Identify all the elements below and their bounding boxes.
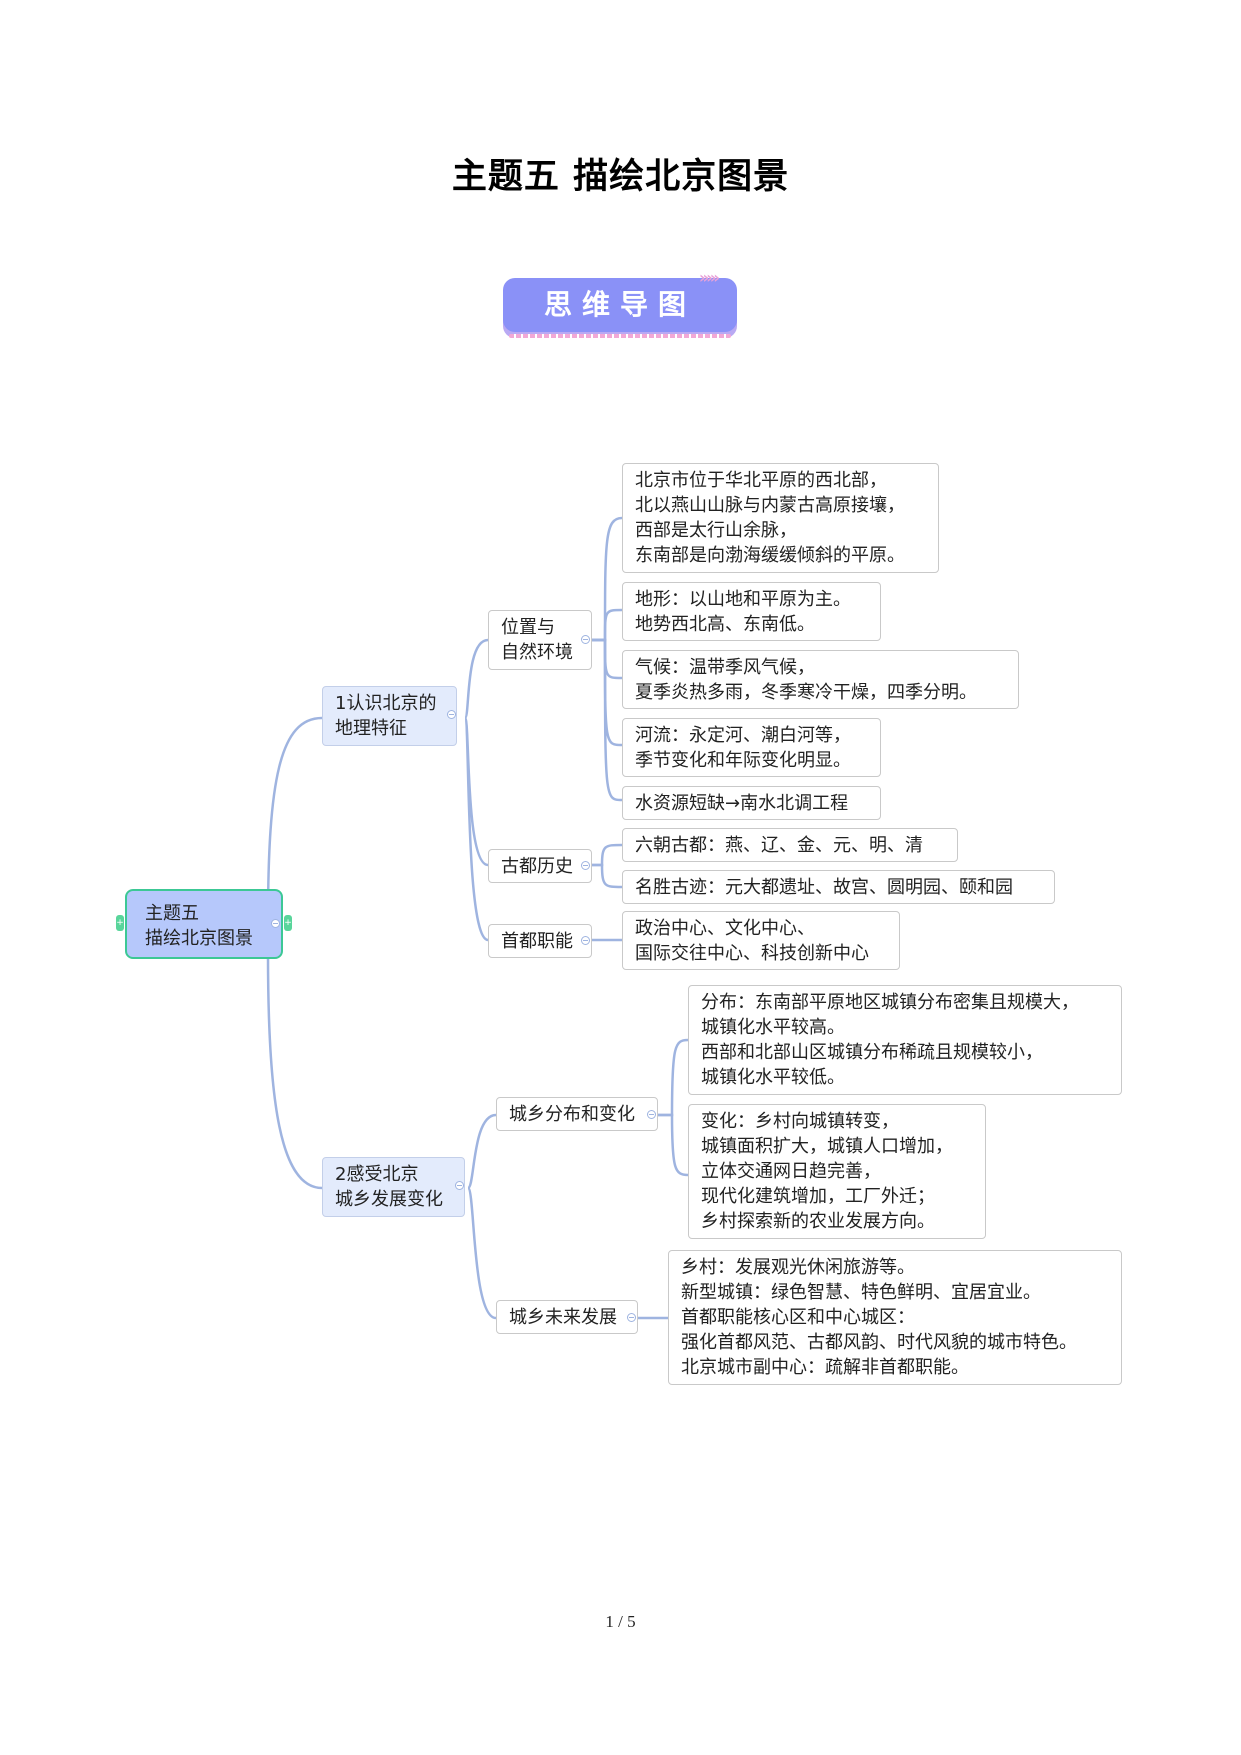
leaf-water[interactable]: 水资源短缺→南水北调工程 — [622, 786, 881, 820]
node-line: 2感受北京 — [335, 1164, 419, 1185]
leaf-changes[interactable]: 变化：乡村向城镇转变， 城镇面积扩大，城镇人口增加， 立体交通网日趋完善， 现代… — [688, 1104, 986, 1239]
node-line: 城乡发展变化 — [335, 1189, 443, 1210]
connector-loc-leaf1 — [592, 516, 623, 642]
topic-location-environment[interactable]: 位置与 自然环境 — [488, 610, 592, 670]
node-line: 位置与 — [501, 617, 555, 638]
node-line: 政治中心、文化中心、 — [635, 918, 815, 939]
connector-b1-capital — [463, 716, 489, 942]
topic-future-development[interactable]: 城乡未来发展 — [496, 1300, 638, 1334]
branch-geography[interactable]: 1认识北京的 地理特征 — [322, 686, 457, 746]
node-line: 强化首都风范、古都风韵、时代风貌的城市特色。 — [681, 1332, 1077, 1353]
connector-dist-leaf2 — [658, 1113, 689, 1177]
node-line: 自然环境 — [501, 642, 573, 663]
collapse-icon[interactable] — [271, 919, 280, 928]
node-line: 乡村探索新的农业发展方向。 — [701, 1211, 935, 1232]
node-line: 首都职能 — [501, 931, 573, 952]
connector-loc-leaf5 — [592, 638, 623, 802]
topic-ancient-capital[interactable]: 古都历史 — [488, 849, 592, 883]
connector-loc-leaf3 — [592, 638, 623, 680]
connector-loc-leaf4 — [592, 638, 623, 747]
leaf-location[interactable]: 北京市位于华北平原的西北部， 北以燕山山脉与内蒙古高原接壤， 西部是太行山余脉，… — [622, 463, 939, 573]
connector-b2-dist — [466, 1113, 497, 1190]
leaf-future[interactable]: 乡村：发展观光休闲旅游等。 新型城镇：绿色智慧、特色鲜明、宜居宜业。 首都职能核… — [668, 1250, 1122, 1385]
node-line: 地理特征 — [335, 718, 407, 739]
collapse-icon[interactable] — [447, 710, 456, 719]
leaf-capital-functions[interactable]: 政治中心、文化中心、 国际交往中心、科技创新中心 — [622, 911, 900, 970]
root-line: 描绘北京图景 — [145, 928, 253, 949]
collapse-icon[interactable] — [581, 936, 590, 945]
node-line: 分布：东南部平原地区城镇分布密集且规模大， — [701, 992, 1079, 1013]
connector-loc-leaf2 — [592, 608, 623, 642]
banner-background — [503, 278, 737, 332]
node-line: 城乡分布和变化 — [509, 1104, 635, 1125]
node-line: 北京城市副中心：疏解非首都职能。 — [681, 1357, 969, 1378]
node-line: 北以燕山山脉与内蒙古高原接壤， — [635, 495, 905, 516]
node-line: 名胜古迹：元大都遗址、故宫、圆明园、颐和园 — [635, 877, 1013, 898]
node-line: 首都职能核心区和中心城区： — [681, 1307, 915, 1328]
collapse-icon[interactable] — [627, 1313, 636, 1322]
branch-urban-rural[interactable]: 2感受北京 城乡发展变化 — [322, 1157, 465, 1217]
leaf-six-dynasties[interactable]: 六朝古都：燕、辽、金、元、明、清 — [622, 828, 958, 862]
node-line: 水资源短缺→南水北调工程 — [635, 793, 849, 814]
node-line: 现代化建筑增加，工厂外迁； — [701, 1186, 935, 1207]
connector-hist-leaf2 — [592, 863, 623, 889]
chevrons-icon: ››››› — [699, 268, 720, 287]
topic-capital-functions[interactable]: 首都职能 — [488, 924, 592, 958]
node-line: 乡村：发展观光休闲旅游等。 — [681, 1257, 915, 1278]
node-line: 地形：以山地和平原为主。 — [635, 589, 851, 610]
connector-hist-leaf1 — [592, 843, 623, 867]
leaf-distribution[interactable]: 分布：东南部平原地区城镇分布密集且规模大， 城镇化水平较高。 西部和北部山区城镇… — [688, 985, 1122, 1095]
node-line: 城乡未来发展 — [509, 1307, 617, 1328]
node-line: 气候：温带季风气候， — [635, 657, 815, 678]
node-line: 古都历史 — [501, 856, 573, 877]
connector-root-branch2 — [266, 954, 323, 1190]
node-line: 河流：永定河、潮白河等， — [635, 725, 851, 746]
node-line: 六朝古都：燕、辽、金、元、明、清 — [635, 835, 923, 856]
collapse-icon[interactable] — [455, 1181, 464, 1190]
collapse-icon[interactable] — [581, 861, 590, 870]
leaf-climate[interactable]: 气候：温带季风气候， 夏季炎热多雨，冬季寒冷干燥，四季分明。 — [622, 650, 1019, 709]
node-line: 新型城镇：绿色智慧、特色鲜明、宜居宜业。 — [681, 1282, 1041, 1303]
node-line: 城镇化水平较低。 — [701, 1067, 845, 1088]
node-line: 东南部是向渤海缓缓倾斜的平原。 — [635, 545, 905, 566]
root-node[interactable]: 主题五 描绘北京图景 — [125, 889, 283, 959]
banner-stripe — [509, 334, 731, 338]
leaf-landmarks[interactable]: 名胜古迹：元大都遗址、故宫、圆明园、颐和园 — [622, 870, 1055, 904]
node-line: 西部和北部山区城镇分布稀疏且规模较小， — [701, 1042, 1043, 1063]
connector-root-branch1 — [266, 716, 323, 923]
collapse-icon[interactable] — [581, 635, 590, 644]
page-title: 主题五 描绘北京图景 — [451, 157, 790, 197]
node-line: 城镇面积扩大，城镇人口增加， — [701, 1136, 953, 1157]
expand-left-icon[interactable]: + — [116, 915, 124, 931]
page-number: 1 / 5 — [605, 1612, 636, 1631]
node-line: 1认识北京的 — [335, 693, 437, 714]
node-line: 国际交往中心、科技创新中心 — [635, 943, 869, 964]
node-line: 地势西北高、东南低。 — [635, 614, 815, 635]
mindmap-banner: ››››› 思维导图 — [503, 268, 737, 342]
leaf-rivers[interactable]: 河流：永定河、潮白河等， 季节变化和年际变化明显。 — [622, 718, 881, 777]
leaf-terrain[interactable]: 地形：以山地和平原为主。 地势西北高、东南低。 — [622, 582, 881, 641]
node-line: 立体交通网日趋完善， — [701, 1161, 881, 1182]
connector-dist-leaf1 — [658, 1038, 689, 1117]
node-line: 季节变化和年际变化明显。 — [635, 750, 851, 771]
node-line: 西部是太行山余脉， — [635, 520, 797, 541]
node-line: 北京市位于华北平原的西北部， — [635, 470, 887, 491]
collapse-icon[interactable] — [647, 1110, 656, 1119]
node-line: 城镇化水平较高。 — [701, 1017, 845, 1038]
node-line: 夏季炎热多雨，冬季寒冷干燥，四季分明。 — [635, 682, 977, 703]
topic-distribution-change[interactable]: 城乡分布和变化 — [496, 1097, 658, 1131]
connector-b1-location — [463, 638, 489, 720]
root-line: 主题五 — [145, 903, 199, 924]
expand-right-icon[interactable]: + — [284, 915, 292, 931]
banner-label: 思维导图 — [543, 288, 696, 321]
connector-b2-future — [466, 1186, 497, 1320]
node-line: 变化：乡村向城镇转变， — [701, 1111, 899, 1132]
